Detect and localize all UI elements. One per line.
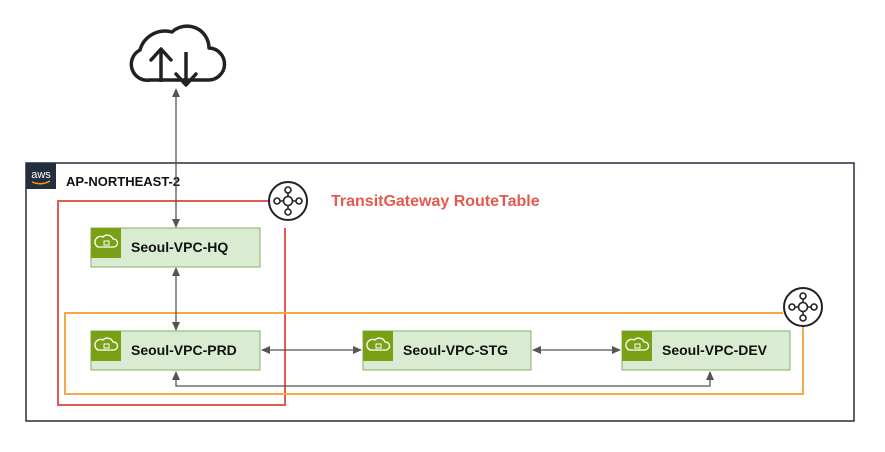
- transit-gateway-icon: [268, 181, 308, 221]
- vpc-label: Seoul-VPC-DEV: [662, 342, 768, 358]
- vpc-node-stg[interactable]: Seoul-VPC-STG: [362, 330, 532, 371]
- region-boundary: [25, 162, 855, 422]
- aws-badge: aws: [26, 163, 56, 189]
- vpc-node-hq[interactable]: Seoul-VPC-HQ: [90, 227, 261, 268]
- vpc-label: Seoul-VPC-STG: [403, 342, 508, 358]
- vpc-icon: [91, 228, 121, 258]
- vpc-icon: [91, 331, 121, 361]
- vpc-node-prd[interactable]: Seoul-VPC-PRD: [90, 330, 261, 371]
- route-table-label: TransitGateway RouteTable: [331, 193, 540, 210]
- vpc-label: Seoul-VPC-PRD: [131, 342, 237, 358]
- internet-cloud-icon: [129, 24, 227, 87]
- vpc-icon: [622, 331, 652, 361]
- region-label: AP-NORTHEAST-2: [66, 174, 180, 189]
- connector-prd-dev: [172, 371, 714, 387]
- aws-logo-text: aws: [31, 169, 51, 181]
- route-table-orange-boundary: [64, 312, 804, 395]
- vpc-icon: [363, 331, 393, 361]
- vpc-node-dev[interactable]: Seoul-VPC-DEV: [621, 330, 791, 371]
- transit-gateway-icon: [783, 287, 823, 327]
- vpc-label: Seoul-VPC-HQ: [131, 239, 228, 255]
